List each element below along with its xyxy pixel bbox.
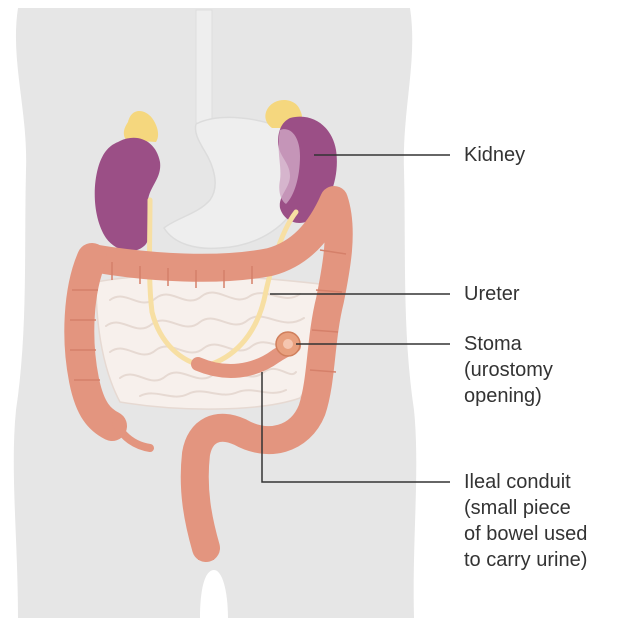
stoma-label: Stoma (urostomy opening) [464,331,553,409]
ileal-conduit-label: Ileal conduit (small piece of bowel used… [464,469,587,573]
rectum [196,540,216,560]
kidney-label: Kidney [464,142,525,168]
esophagus [196,10,212,130]
stoma-opening [283,339,293,349]
ureter-label: Ureter [464,281,520,307]
